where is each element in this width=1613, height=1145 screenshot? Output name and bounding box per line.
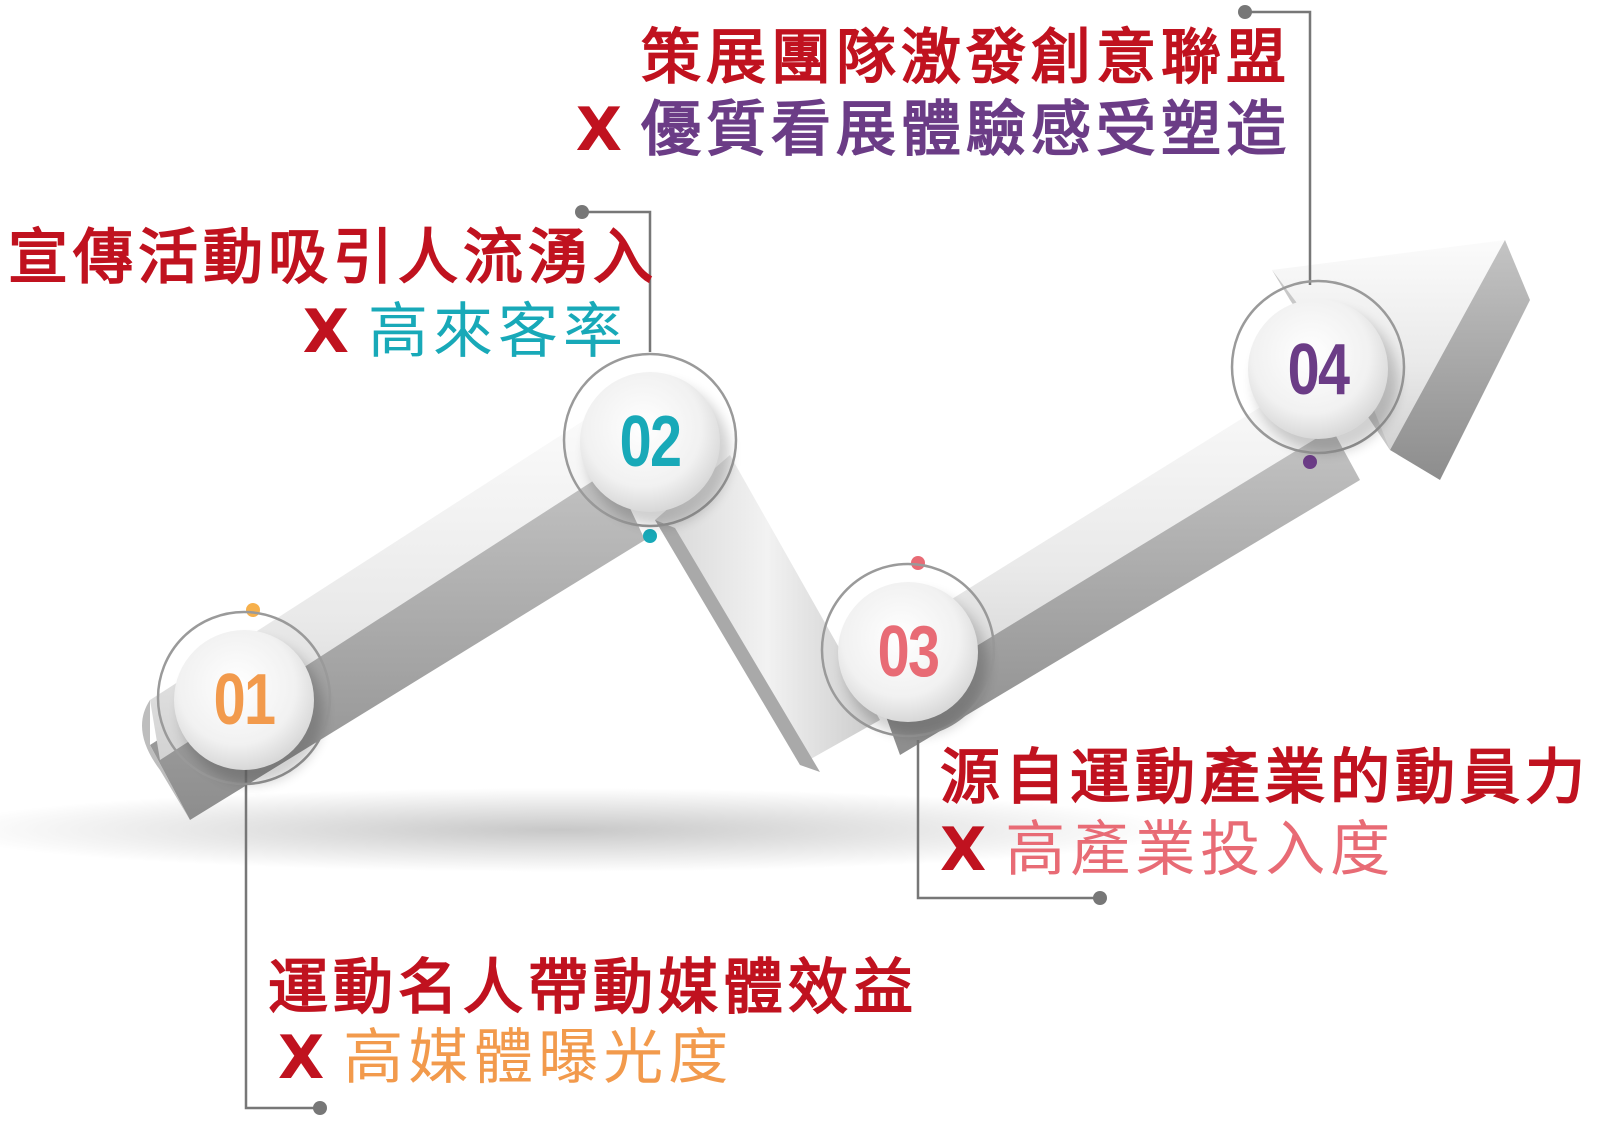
step-04-result: 優質看展體驗感受塑造 xyxy=(641,95,1291,165)
step-number-04: 04 xyxy=(1287,330,1350,410)
step-01-headline: 運動名人帶動媒體效益 xyxy=(268,953,918,1023)
step-01-x: X xyxy=(278,1023,330,1093)
step-03-result: 高產業投入度 xyxy=(1005,815,1396,885)
step-01-result: 高媒體曝光度 xyxy=(343,1023,734,1093)
step-02-x: X xyxy=(302,297,354,367)
step-02-result: 高來客率 xyxy=(368,297,628,367)
step-disk-03 xyxy=(820,562,996,738)
step-number-02: 02 xyxy=(619,402,682,482)
accent-dot-03 xyxy=(911,556,925,570)
leader-lines xyxy=(244,10,1312,1110)
leader-line-03 xyxy=(916,740,1100,900)
step-03-x: X xyxy=(940,815,992,885)
leader-line-04 xyxy=(1245,10,1312,285)
accent-dot-01 xyxy=(246,603,260,617)
step-disk-04 xyxy=(1230,279,1406,455)
step-number-03: 03 xyxy=(877,612,940,692)
ground-shadow xyxy=(0,788,1180,872)
arrow-segment-2 xyxy=(655,455,880,772)
accent-dot-04 xyxy=(1303,455,1317,469)
accent-dot-02 xyxy=(643,529,657,543)
step-02-headline: 宣傳活動吸引人流湧入 xyxy=(8,223,658,293)
step-disk-02 xyxy=(562,352,738,528)
arrow-segment-3 xyxy=(870,370,1360,755)
step-03-headline: 源自運動產業的動員力 xyxy=(940,743,1590,813)
step-04-headline: 策展團隊激發創意聯盟 xyxy=(641,23,1291,93)
leader-line-02 xyxy=(582,210,652,352)
step-number-01: 01 xyxy=(213,660,276,740)
step-disk-01 xyxy=(156,610,332,786)
leader-line-01 xyxy=(244,755,320,1110)
step-04-x: X xyxy=(575,95,627,165)
